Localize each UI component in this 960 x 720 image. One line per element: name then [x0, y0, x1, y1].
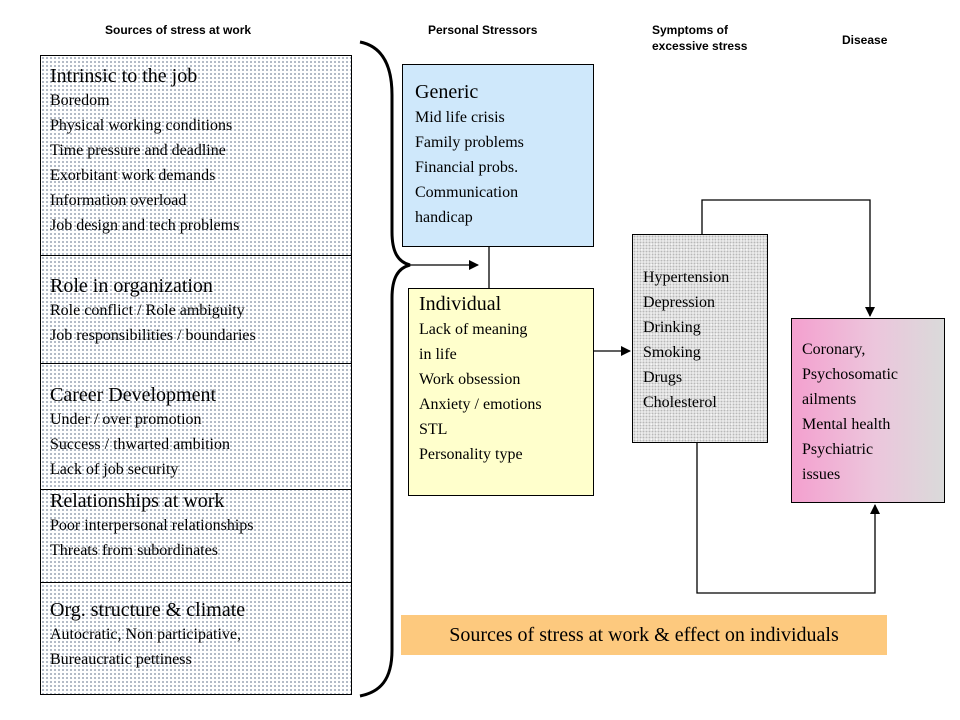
generic-title: Generic — [415, 81, 479, 103]
header-symptoms-line2: excessive stress — [652, 39, 748, 53]
diagram-caption: Sources of stress at work & effect on in… — [401, 615, 887, 655]
header-sources: Sources of stress at work — [105, 23, 252, 37]
section-divider — [41, 255, 351, 256]
source-item: Job design and tech problems — [50, 217, 240, 234]
symptom-item: Drugs — [643, 369, 683, 386]
header-symptoms: Symptoms of excessive stress — [652, 22, 747, 54]
symptoms-disease-top-arrow — [701, 199, 875, 317]
header-symptoms-line1: Symptoms of — [652, 23, 729, 37]
individual-item: Anxiety / emotions — [419, 396, 542, 413]
source-item: Lack of job security — [50, 461, 179, 478]
section-divider — [41, 582, 351, 583]
generic-item: Mid life crisis — [415, 109, 505, 126]
source-section-title: Career Development — [50, 384, 217, 406]
section-divider — [41, 363, 351, 364]
individual-title: Individual — [419, 293, 502, 315]
source-item: Information overload — [50, 192, 187, 209]
disease-item: Coronary, — [802, 341, 866, 358]
source-section-intrinsic: Intrinsic to the job Boredom Physical wo… — [41, 64, 351, 238]
source-item: Exorbitant work demands — [50, 167, 216, 184]
symptom-item: Depression — [643, 294, 715, 311]
symptoms-disease-bottom-arrow — [696, 443, 880, 594]
generic-item: Family problems — [415, 134, 524, 151]
source-section-career: Career Development Under / over promotio… — [41, 383, 351, 482]
source-item: Under / over promotion — [50, 411, 202, 428]
source-item: Threats from subordinates — [50, 542, 218, 559]
source-section-org-structure: Org. structure & climate Autocratic, Non… — [41, 598, 351, 672]
header-disease: Disease — [842, 33, 888, 47]
disease-item: Psychiatric — [802, 441, 874, 458]
source-section-relationships: Relationships at work Poor interpersonal… — [41, 489, 351, 563]
source-section-title: Org. structure & climate — [50, 599, 246, 621]
individual-item: Personality type — [419, 446, 523, 463]
header-personal-stressors: Personal Stressors — [428, 23, 538, 37]
source-item: Bureaucratic pettiness — [50, 651, 192, 668]
disease-item: issues — [802, 466, 841, 483]
individual-item: in life — [419, 346, 457, 363]
generic-stressors-box: Generic Mid life crisis Family problems … — [402, 64, 594, 247]
source-item: Poor interpersonal relationships — [50, 517, 254, 534]
disease-item: Mental health — [802, 416, 891, 433]
source-item: Success / thwarted ambition — [50, 436, 230, 453]
individual-item: STL — [419, 421, 448, 438]
sources-box: Intrinsic to the job Boredom Physical wo… — [40, 55, 352, 695]
source-item: Boredom — [50, 92, 110, 109]
disease-box: Coronary, Psychosomatic ailments Mental … — [791, 318, 945, 503]
individual-stressors-box: Individual Lack of meaning in life Work … — [408, 288, 594, 496]
individual-item: Work obsession — [419, 371, 521, 388]
source-item: Time pressure and deadline — [50, 142, 226, 159]
symptom-item: Hypertension — [643, 269, 730, 286]
generic-item: Financial probs. — [415, 159, 519, 176]
symptom-item: Cholesterol — [643, 394, 717, 411]
source-item: Role conflict / Role ambiguity — [50, 302, 245, 319]
symptoms-box: Hypertension Depression Drinking Smoking… — [632, 234, 768, 443]
generic-item: handicap — [415, 209, 473, 226]
source-section-title: Intrinsic to the job — [50, 65, 198, 87]
symptom-item: Drinking — [643, 319, 701, 336]
symptom-item: Smoking — [643, 344, 701, 361]
source-item: Job responsibilities / boundaries — [50, 327, 256, 344]
individual-item: Lack of meaning — [419, 321, 528, 338]
source-section-title: Role in organization — [50, 275, 213, 297]
section-divider — [41, 489, 351, 490]
source-item: Physical working conditions — [50, 117, 233, 134]
disease-item: ailments — [802, 391, 857, 408]
source-section-role: Role in organization Role conflict / Rol… — [41, 274, 351, 348]
source-item: Autocratic, Non participative, — [50, 626, 242, 643]
generic-item: Communication — [415, 184, 519, 201]
source-section-title: Relationships at work — [50, 490, 225, 512]
disease-item: Psychosomatic — [802, 366, 898, 383]
